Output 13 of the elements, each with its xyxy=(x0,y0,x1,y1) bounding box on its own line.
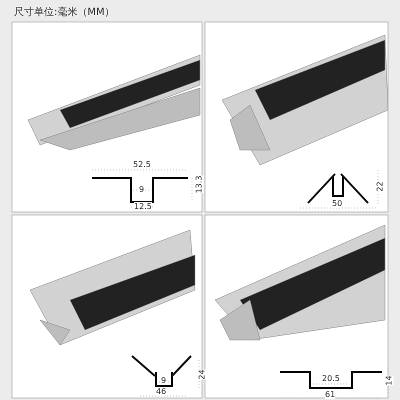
dimension-label: 22 xyxy=(376,181,385,192)
unit-note: 尺寸单位:毫米（MM） xyxy=(14,6,115,19)
dimension-label: 61 xyxy=(325,390,336,399)
dimension-label: 52.5 xyxy=(133,160,151,169)
dimension-label: 9 xyxy=(139,185,144,194)
dimension-label: 50 xyxy=(332,199,342,208)
dimension-label: 9 xyxy=(161,376,166,385)
dimension-label: 13.3 xyxy=(194,176,204,194)
dimension-label: 14 xyxy=(384,375,394,386)
dimension-label: 12.5 xyxy=(134,202,152,211)
dimension-label: 46 xyxy=(156,387,166,396)
dimension-label: 20.5 xyxy=(322,374,340,383)
dimension-label: 24 xyxy=(198,369,207,380)
